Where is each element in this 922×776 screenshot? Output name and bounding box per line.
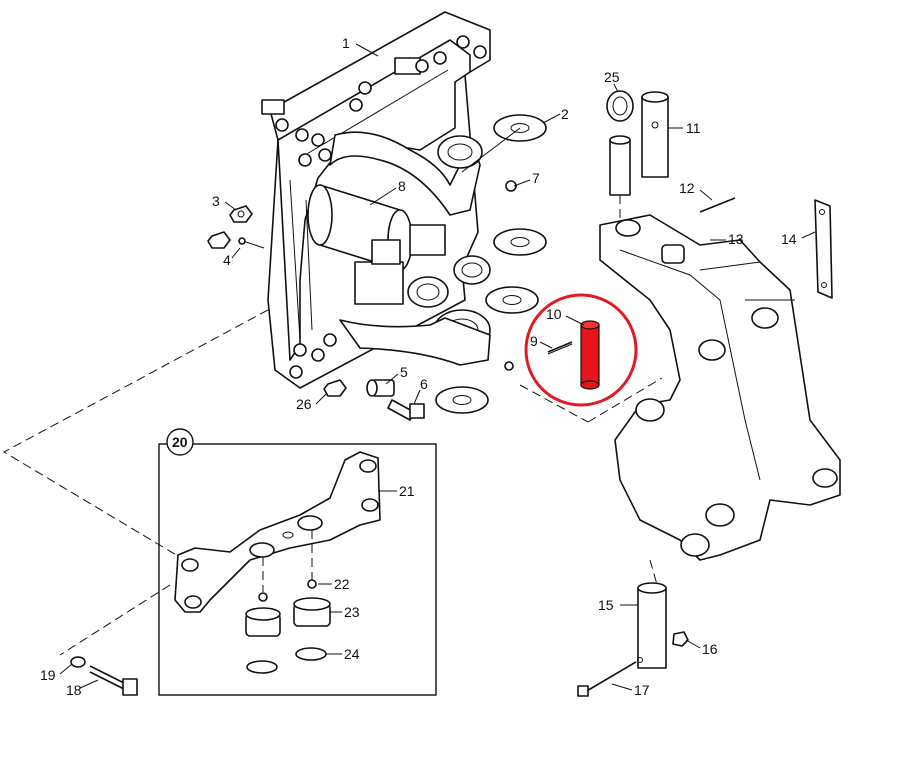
detail-box-20 (158, 428, 437, 696)
label-part-6: 6 (420, 376, 428, 392)
label-part-21: 21 (399, 483, 415, 499)
leader-lines (59, 43, 816, 691)
label-part-13: 13 (728, 231, 744, 247)
pin-15 (637, 582, 667, 669)
plate-14 (814, 199, 833, 299)
label-part-10: 10 (546, 306, 562, 322)
assembly-dashed-lines (2, 289, 663, 656)
highlighted-pin-10 (580, 320, 600, 390)
label-part-2: 2 (561, 106, 569, 122)
washers (435, 114, 547, 414)
label-part-4: 4 (223, 252, 231, 268)
label-part-19: 19 (40, 667, 56, 683)
bolt-18 (89, 665, 138, 696)
boom-frame-13 (599, 214, 841, 561)
label-part-1: 1 (342, 35, 350, 51)
label-part-14: 14 (781, 231, 797, 247)
label-part-15: 15 (598, 597, 614, 613)
spacer-5 (366, 379, 395, 397)
label-part-23: 23 (344, 604, 360, 620)
label-part-20: 20 (172, 434, 188, 450)
label-part-16: 16 (702, 641, 718, 657)
washer-19 (70, 656, 86, 668)
nut-7 (505, 180, 517, 192)
label-part-8: 8 (398, 178, 406, 194)
label-part-26: 26 (296, 396, 312, 412)
nut-16 (672, 631, 689, 647)
label-part-25: 25 (604, 69, 620, 85)
roll-pin-12 (699, 197, 736, 213)
label-part-18: 18 (66, 682, 82, 698)
roll-pin-9 (547, 341, 573, 355)
label-part-7: 7 (532, 170, 540, 186)
label-part-9: 9 (530, 333, 538, 349)
label-part-24: 24 (344, 646, 360, 662)
pin-with-eye-25 (606, 90, 634, 196)
label-part-22: 22 (334, 576, 350, 592)
nut-and-screw-4 (207, 231, 265, 249)
bolt-17 (577, 661, 637, 697)
label-part-17: 17 (634, 682, 650, 698)
pin-11 (641, 91, 669, 178)
frame-bolts (275, 35, 487, 379)
label-part-3: 3 (212, 193, 220, 209)
label-part-12: 12 (679, 180, 695, 196)
nut-26 (323, 379, 347, 397)
label-part-11: 11 (686, 120, 701, 136)
part-labels: 1 2 3 4 5 6 7 8 9 10 11 12 13 14 15 16 1… (40, 35, 797, 698)
highlight-circle (524, 293, 638, 407)
main-frame (261, 11, 491, 389)
label-part-5: 5 (400, 364, 408, 380)
bolt-6 (387, 399, 425, 421)
